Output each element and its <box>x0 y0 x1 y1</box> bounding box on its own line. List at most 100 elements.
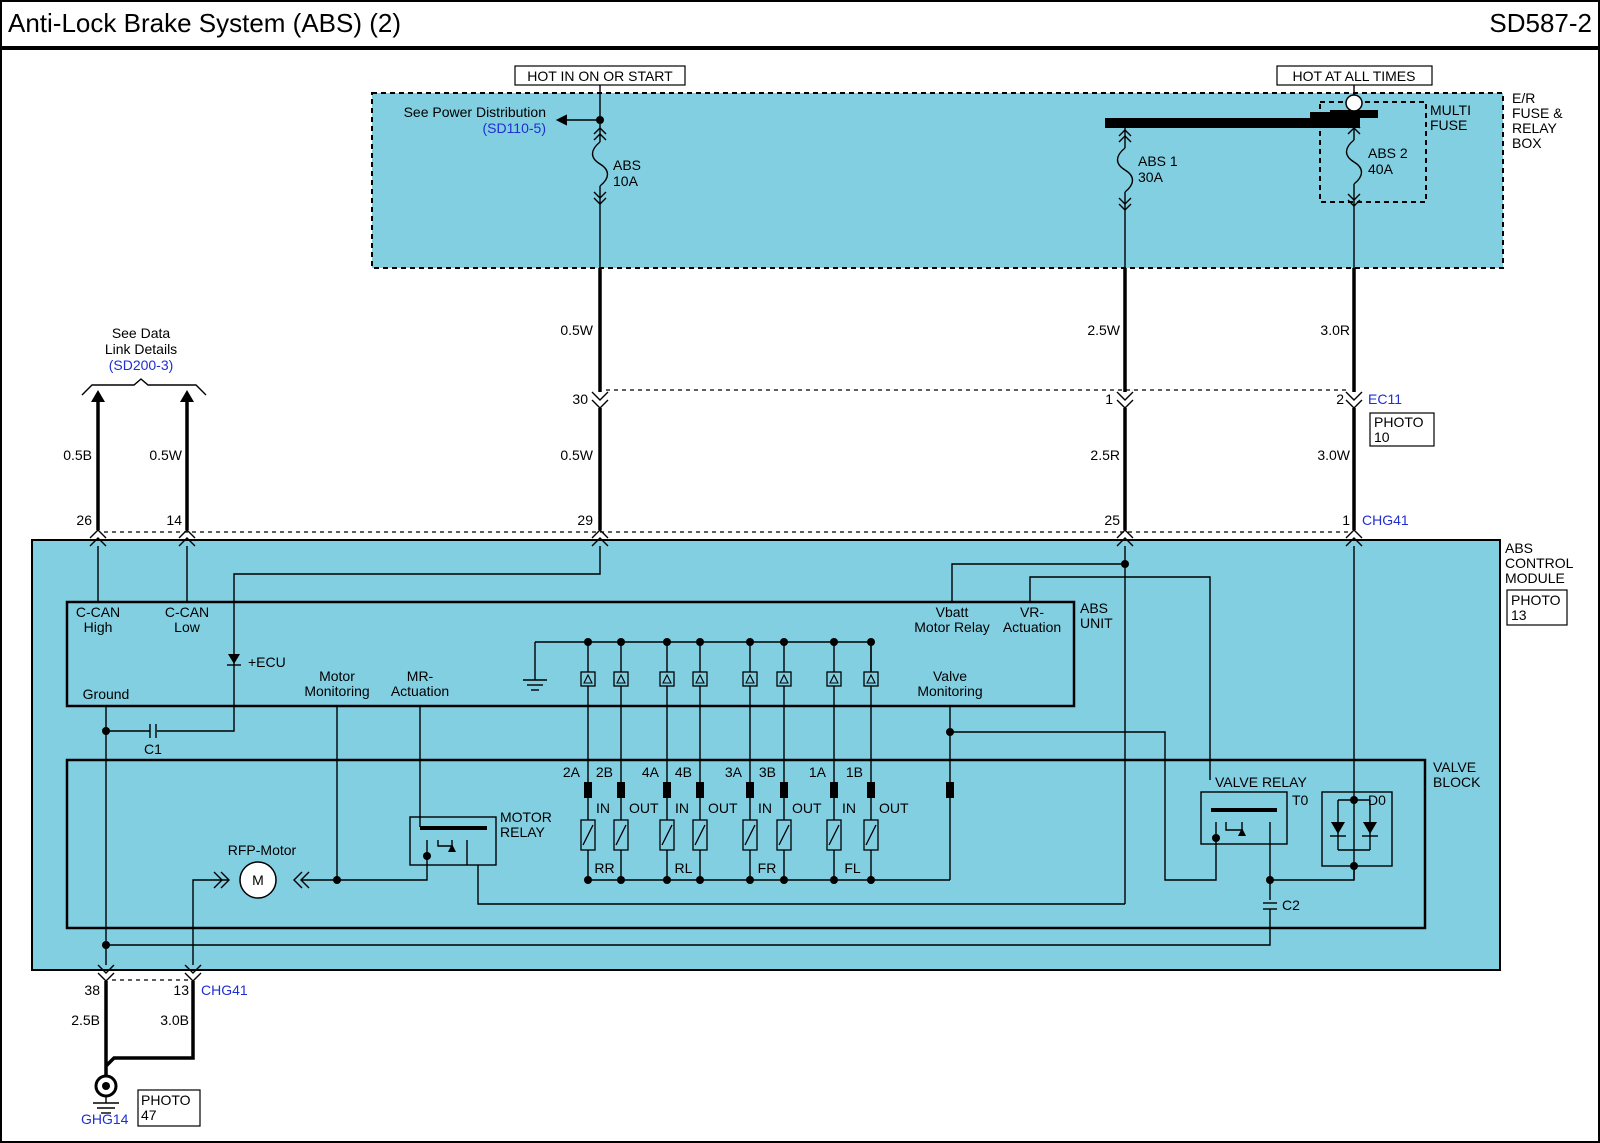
connector-chg41-bottom-link[interactable]: CHG41 <box>201 982 248 998</box>
wire-label: 2.5R <box>1090 447 1120 463</box>
svg-text:UNIT: UNIT <box>1080 615 1113 631</box>
er-fuse-relay-box-label: E/R <box>1512 90 1535 106</box>
svg-text:Link Details: Link Details <box>105 341 177 357</box>
io-label: OUT <box>708 800 738 816</box>
svg-text:10A: 10A <box>613 173 639 189</box>
photo-number: 10 <box>1374 429 1390 445</box>
c-can-low-label: C-CAN <box>165 604 209 620</box>
solenoid-pin-label: 1A <box>809 764 827 780</box>
multi-fuse-box <box>1319 101 1427 203</box>
hot-in-run-label: HOT IN ON OR START <box>527 68 673 84</box>
wire-label: 2.5B <box>71 1012 100 1028</box>
connector-chg41-link[interactable]: CHG41 <box>1362 512 1409 528</box>
photo-number: 47 <box>141 1107 157 1123</box>
ground-label: Ground <box>83 686 130 702</box>
connector-pin: 38 <box>84 982 100 998</box>
solenoid-pin-label: 3B <box>759 764 776 780</box>
svg-text:MULTI: MULTI <box>1430 102 1471 118</box>
wire-label: 3.0W <box>1317 447 1350 463</box>
solenoid-pin <box>584 782 592 798</box>
c-can-high-label: C-CAN <box>76 604 120 620</box>
wire-label: 2.5W <box>1087 322 1120 338</box>
wheel-label: RR <box>594 860 614 876</box>
bolt-terminal <box>1345 94 1363 112</box>
wire-label: 0.5W <box>149 447 182 463</box>
page-title: Anti-Lock Brake System (ABS) (2) <box>8 8 401 38</box>
svg-text:40A: 40A <box>1368 161 1394 177</box>
svg-text:MODULE: MODULE <box>1505 570 1565 586</box>
svg-text:BOX: BOX <box>1512 135 1542 151</box>
solenoid-pin-label: 1B <box>846 764 863 780</box>
photo-label: PHOTO <box>1511 592 1561 608</box>
connector-pin: 14 <box>166 512 182 528</box>
motor-symbol: M <box>252 872 264 888</box>
header-bar: Anti-Lock Brake System (ABS) (2) SD587-2 <box>0 0 1600 50</box>
svg-text:Actuation: Actuation <box>391 683 449 699</box>
abs-unit-box <box>65 600 1076 708</box>
ground-symbol <box>523 642 547 691</box>
svg-text:30A: 30A <box>1138 169 1164 185</box>
solenoid-pin-label: 4B <box>675 764 692 780</box>
fuse-abs2-40a: ABS 2 40A <box>1345 118 1408 207</box>
wire-label: 0.5W <box>560 447 593 463</box>
solenoid-pin <box>746 782 754 798</box>
data-link-label: See Data <box>112 325 171 341</box>
io-label: OUT <box>792 800 822 816</box>
connector-ec11-link[interactable]: EC11 <box>1368 391 1402 407</box>
wheel-label: RL <box>675 860 693 876</box>
ground-ghg14-link[interactable]: GHG14 <box>81 1111 129 1127</box>
svg-text:Monitoring: Monitoring <box>304 683 369 699</box>
solenoid-pin <box>617 782 625 798</box>
connector-pin: 2 <box>1336 391 1344 407</box>
svg-text:RELAY: RELAY <box>1512 120 1558 136</box>
abs-unit-label: ABS <box>1080 600 1108 616</box>
svg-text:Motor Relay: Motor Relay <box>914 619 989 635</box>
solenoid-pin <box>830 782 838 798</box>
solenoid-pin-label: 2B <box>596 764 613 780</box>
bus-bar-main <box>1105 118 1345 128</box>
solenoid-pin-label: 4A <box>642 764 660 780</box>
connector-pin: 13 <box>173 982 189 998</box>
connector-pin: 26 <box>76 512 92 528</box>
d0-label: D0 <box>1368 792 1386 808</box>
svg-text:ABS 1: ABS 1 <box>1138 153 1178 169</box>
ground-terminal-symbol <box>93 1074 119 1114</box>
photo-label: PHOTO <box>1374 414 1424 430</box>
solenoid-pin <box>663 782 671 798</box>
ecu-label: +ECU <box>248 654 286 670</box>
vbatt-label: Vbatt <box>936 604 969 620</box>
mr-actuation-label: MR- <box>407 668 434 684</box>
valve-relay-box <box>1200 791 1288 845</box>
wire-label: 0.5W <box>560 322 593 338</box>
solenoid-pin <box>780 782 788 798</box>
svg-text:CONTROL: CONTROL <box>1505 555 1574 571</box>
solenoid-pin-label: 2A <box>563 764 581 780</box>
page-code: SD587-2 <box>1489 8 1592 38</box>
power-ref-link[interactable]: (SD110-5) <box>482 120 546 136</box>
io-label: OUT <box>629 800 659 816</box>
photo-number: 13 <box>1511 607 1527 623</box>
valve-block-label: VALVE <box>1433 759 1476 775</box>
svg-text:RELAY: RELAY <box>500 824 546 840</box>
io-label: OUT <box>879 800 909 816</box>
connector-pin: 29 <box>577 512 593 528</box>
fuse-abs1-30a: ABS 1 30A <box>1116 128 1178 211</box>
svg-text:Monitoring: Monitoring <box>917 683 982 699</box>
wire-label: 3.0R <box>1320 322 1350 338</box>
io-label: IN <box>842 800 856 816</box>
svg-text:ABS: ABS <box>613 157 641 173</box>
rfp-motor <box>239 861 277 899</box>
connector-pin: 1 <box>1105 391 1113 407</box>
valve-block-box <box>65 758 1427 930</box>
data-link-ref[interactable]: (SD200-3) <box>109 357 174 373</box>
photo-label: PHOTO <box>141 1092 191 1108</box>
hot-at-all-times-label: HOT AT ALL TIMES <box>1293 68 1416 84</box>
motor-monitoring-label: Motor <box>319 668 355 684</box>
svg-text:FUSE &: FUSE & <box>1512 105 1563 121</box>
wheel-label: FL <box>844 860 861 876</box>
wire-label: 3.0B <box>160 1012 189 1028</box>
io-label: IN <box>758 800 772 816</box>
svg-text:FUSE: FUSE <box>1430 117 1467 133</box>
